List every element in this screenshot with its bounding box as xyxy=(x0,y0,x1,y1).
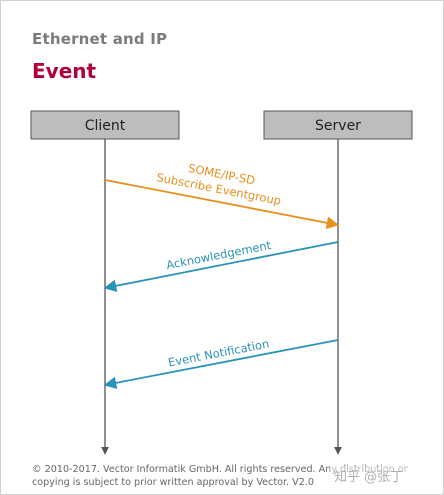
event-notification-label-text: Event Notification xyxy=(167,336,270,369)
acknowledgement-label: Acknowledgement xyxy=(165,238,273,272)
participant-client: Client xyxy=(30,110,180,140)
copyright-line-1: © 2010-2017. Vector Informatik GmbH. All… xyxy=(32,464,408,475)
section-title: Ethernet and IP xyxy=(32,30,168,48)
acknowledgement-label-text: Acknowledgement xyxy=(165,238,273,272)
participant-server-label: Server xyxy=(315,118,361,134)
page-title: Event xyxy=(32,59,97,83)
copyright-line-2: copying is subject to prior written appr… xyxy=(32,477,314,488)
acknowledgement-arrow xyxy=(103,241,339,292)
watermark: 知乎 @张丁 xyxy=(330,466,408,485)
copyright-footer: © 2010-2017. Vector Informatik GmbH. All… xyxy=(32,463,422,489)
participant-client-label: Client xyxy=(85,118,126,134)
subscribe-label: SOME/IP-SD Subscribe Eventgroup xyxy=(155,161,282,208)
event-notification-label: Event Notification xyxy=(167,336,270,369)
participant-server: Server xyxy=(263,110,413,140)
event-notification-arrow xyxy=(103,339,339,390)
subscribe-arrow xyxy=(104,179,340,230)
